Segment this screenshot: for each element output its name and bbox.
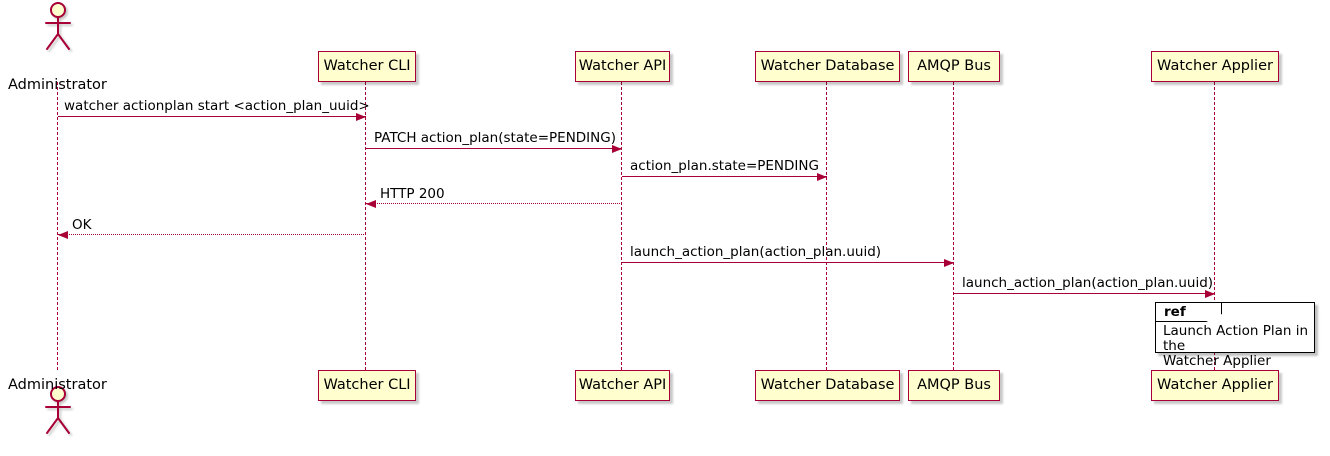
message-label-4: HTTP 200 [380, 186, 445, 202]
actor-label-administrator-bottom: Administrator [8, 377, 107, 393]
message-arrowhead-7 [1205, 289, 1215, 298]
participant-label: Watcher Database [760, 58, 895, 75]
message-line-4 [366, 203, 622, 204]
message-arrowhead-1 [356, 112, 366, 121]
message-line-1 [58, 116, 366, 117]
actor-administrator-top [45, 2, 71, 50]
lifeline-administrator [57, 82, 59, 370]
participant-watcher-database-bottom[interactable]: Watcher Database [755, 370, 900, 401]
message-arrowhead-4 [366, 199, 376, 208]
participant-label: Watcher CLI [323, 58, 411, 75]
lifeline-watcher-cli [365, 82, 367, 370]
actor-administrator-bottom [45, 386, 71, 434]
participant-watcher-database-top[interactable]: Watcher Database [755, 51, 900, 82]
ref-fragment-body: Launch Action Plan in the Watcher Applie… [1163, 323, 1309, 369]
participant-amqp-bus-top[interactable]: AMQP Bus [908, 51, 1000, 82]
lifeline-watcher-applier [1214, 82, 1216, 370]
message-label-6: launch_action_plan(action_plan.uuid) [630, 244, 882, 260]
message-label-1: watcher actionplan start <action_plan_uu… [64, 98, 370, 114]
message-arrowhead-6 [944, 258, 954, 267]
message-arrowhead-5 [58, 230, 68, 239]
participant-amqp-bus-bottom[interactable]: AMQP Bus [908, 370, 1000, 401]
participant-label: AMQP Bus [917, 377, 991, 394]
message-label-5: OK [72, 217, 92, 233]
message-label-2: PATCH action_plan(state=PENDING) [374, 130, 616, 146]
ref-fragment: ref Launch Action Plan in the Watcher Ap… [1155, 302, 1315, 369]
lifeline-amqp-bus [953, 82, 955, 370]
participant-watcher-cli-bottom[interactable]: Watcher CLI [318, 370, 416, 401]
lifeline-watcher-api [621, 82, 623, 370]
participant-label: Watcher API [578, 377, 667, 394]
participant-watcher-cli-top[interactable]: Watcher CLI [318, 51, 416, 82]
participant-label: Watcher Applier [1157, 377, 1273, 394]
participant-label: Watcher CLI [323, 377, 411, 394]
participant-watcher-applier-bottom[interactable]: Watcher Applier [1151, 370, 1279, 401]
message-arrowhead-2 [612, 144, 622, 153]
participant-label: Watcher API [578, 58, 667, 75]
actor-label-administrator-top: Administrator [8, 77, 107, 93]
participant-watcher-api-top[interactable]: Watcher API [575, 51, 670, 82]
message-line-7 [954, 293, 1215, 294]
participant-watcher-api-bottom[interactable]: Watcher API [575, 370, 670, 401]
message-label-3: action_plan.state=PENDING [630, 158, 819, 174]
ref-fragment-tab: ref [1156, 303, 1222, 322]
message-label-7: launch_action_plan(action_plan.uuid) [962, 275, 1214, 291]
participant-label: AMQP Bus [917, 58, 991, 75]
participant-watcher-applier-top[interactable]: Watcher Applier [1151, 51, 1279, 82]
message-line-3 [622, 176, 827, 177]
message-line-2 [366, 148, 622, 149]
ref-fragment-tab-label: ref [1164, 304, 1186, 320]
participant-label: Watcher Database [760, 377, 895, 394]
message-line-5 [58, 234, 366, 235]
participant-label: Watcher Applier [1157, 58, 1273, 75]
message-line-6 [622, 262, 954, 263]
lifeline-watcher-database [826, 82, 828, 370]
message-arrowhead-3 [817, 172, 827, 181]
